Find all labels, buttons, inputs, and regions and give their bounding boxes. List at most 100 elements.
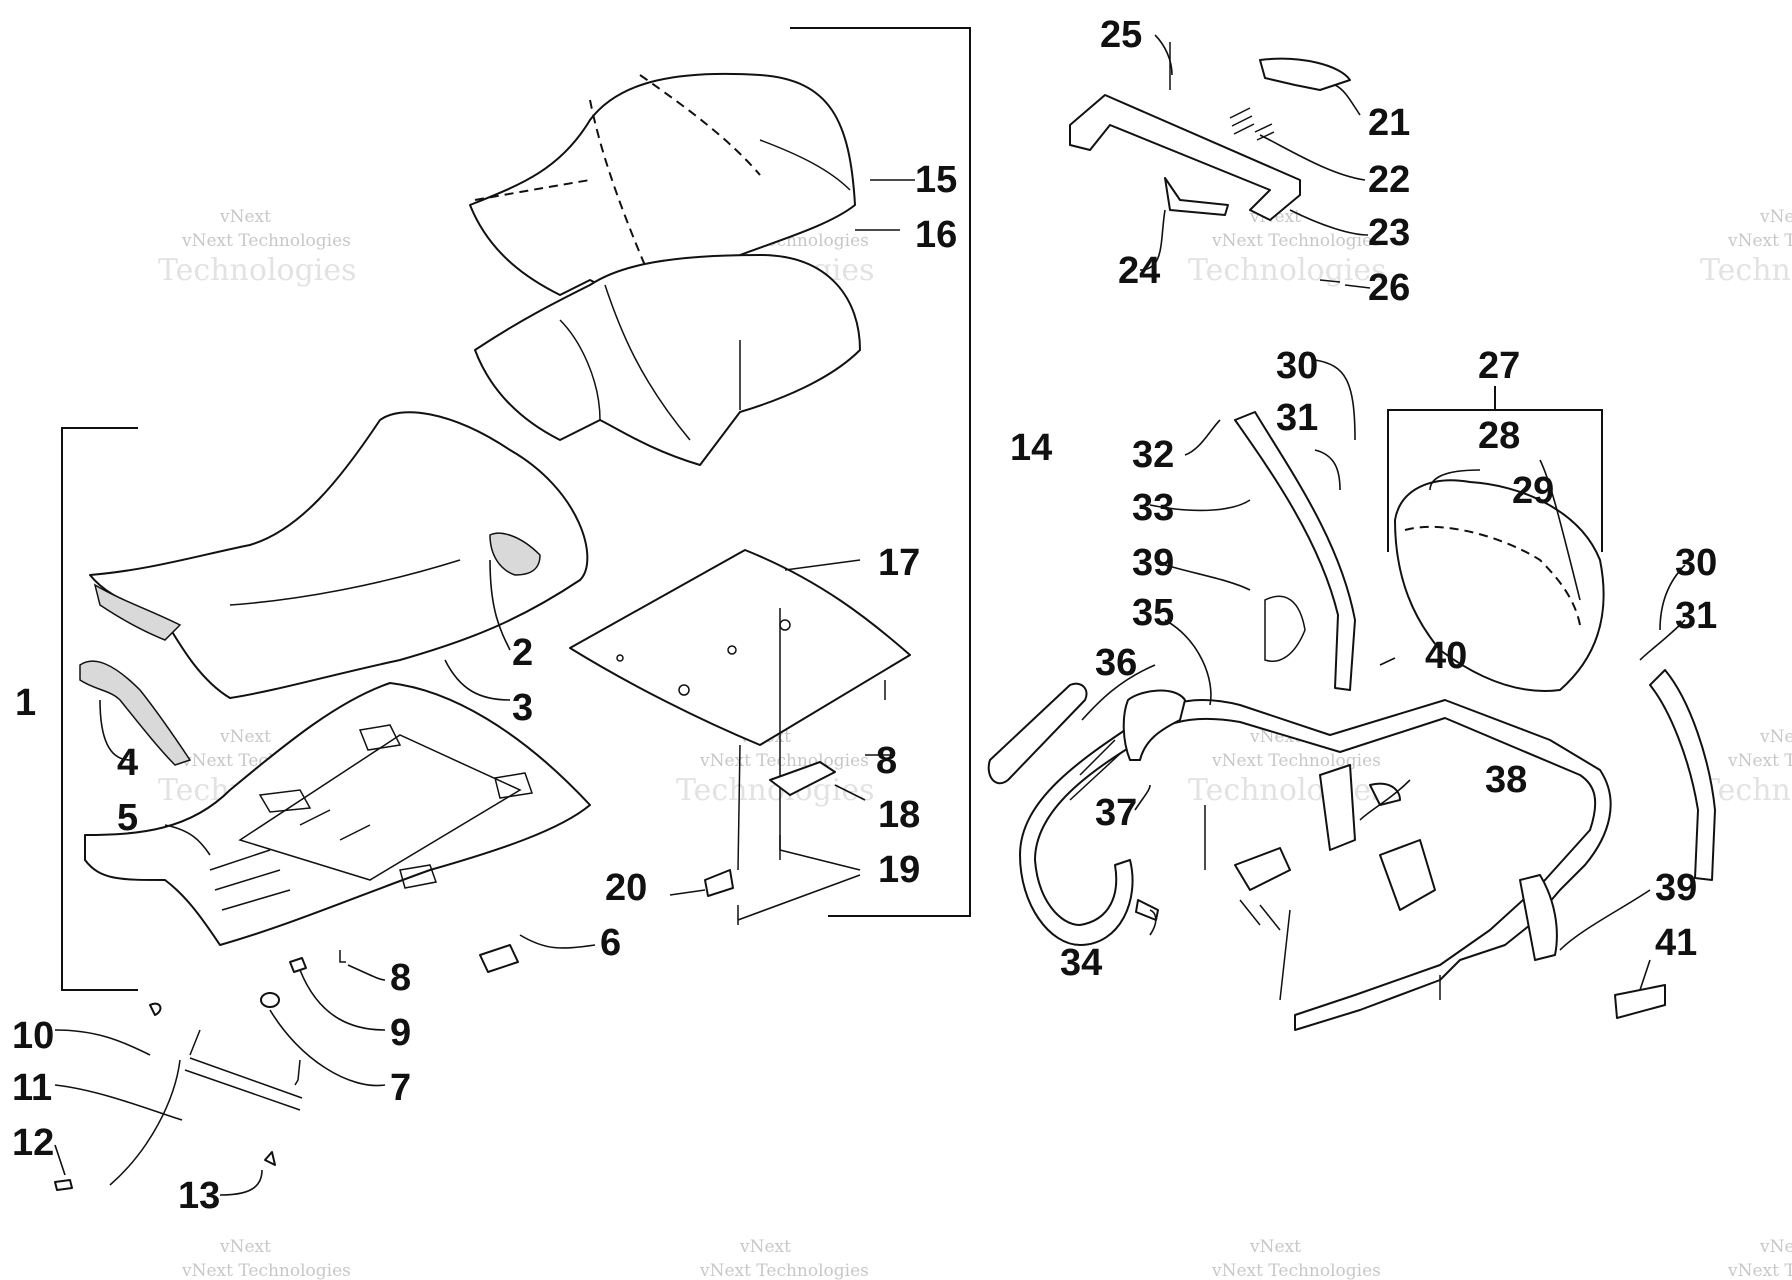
latch-mount-left — [1234, 847, 1291, 891]
svg-text:Technologies: Technologies — [158, 253, 357, 288]
callout-7: 7 — [390, 1067, 411, 1109]
callout-26: 26 — [1368, 267, 1410, 309]
latch-assembly — [54, 1002, 303, 1191]
side-bracket-right — [1649, 669, 1716, 881]
callout-25: 25 — [1100, 14, 1142, 56]
callout-31-right: 31 — [1675, 595, 1717, 637]
grommet — [260, 992, 280, 1008]
callout-14: 14 — [1010, 427, 1052, 469]
callout-1: 1 — [15, 682, 36, 724]
callout-8-lower: 8 — [390, 957, 411, 999]
callout-28: 28 — [1478, 415, 1520, 457]
watermark-9: vNext vNext Technologies — [181, 1237, 351, 1280]
hand-grip — [987, 682, 1088, 785]
callout-39-upper: 39 — [1132, 542, 1174, 584]
callout-15: 15 — [915, 159, 957, 201]
callout-31-left: 31 — [1276, 397, 1318, 439]
svg-text:Technologies: Technologies — [1700, 773, 1792, 808]
callout-34: 34 — [1060, 942, 1102, 984]
svg-text:vNext Technologies: vNext Technologies — [181, 231, 351, 251]
callout-2: 2 — [512, 632, 533, 674]
side-bracket-left — [1234, 411, 1356, 691]
watermark-8: vNext vNext Technologies Technologies — [1700, 727, 1792, 808]
callout-29: 29 — [1512, 470, 1554, 512]
callout-13: 13 — [178, 1175, 220, 1217]
seat — [89, 411, 589, 699]
backrest — [1394, 479, 1605, 692]
callout-12: 12 — [12, 1122, 54, 1164]
svg-text:vNext: vNext — [219, 207, 271, 227]
callout-21: 21 — [1368, 102, 1410, 144]
fastener — [737, 835, 781, 925]
seat-foam-cutaway — [489, 532, 541, 576]
callout-24: 24 — [1118, 250, 1160, 292]
callout-39-lower: 39 — [1655, 867, 1697, 909]
callout-8-upper: 8 — [876, 740, 897, 782]
bracket-seat-assembly — [790, 27, 971, 917]
callout-38: 38 — [1485, 759, 1527, 801]
svg-text:vNext Technologies: vNext Technologies — [1211, 231, 1381, 251]
foam-pad — [79, 660, 192, 766]
callout-18: 18 — [878, 794, 920, 836]
clip — [479, 944, 519, 973]
svg-text:vNext Technologies: vNext Technologies — [1211, 751, 1381, 771]
top-bracket-assembly — [1069, 42, 1351, 283]
svg-text:Technologies: Technologies — [1188, 253, 1387, 288]
reinforcement-plate — [1264, 595, 1306, 662]
seat-base — [84, 682, 591, 946]
hinge-bracket — [704, 869, 734, 897]
callout-27: 27 — [1478, 345, 1520, 387]
svg-text:vNext Technologies: vNext Technologies — [1211, 1261, 1381, 1280]
callout-20: 20 — [605, 867, 647, 909]
svg-text:vNext Technologies: vNext Technologies — [699, 751, 869, 771]
svg-text:vNext Technologies: vNext Technologies — [1727, 751, 1792, 771]
callout-33: 33 — [1132, 487, 1174, 529]
callouts: 1 2 3 4 5 6 7 8 8 9 10 11 12 13 14 15 16… — [12, 14, 1717, 1217]
svg-text:vNext: vNext — [219, 727, 271, 747]
svg-text:vNext Technologies: vNext Technologies — [181, 1261, 351, 1280]
callout-11: 11 — [12, 1067, 52, 1109]
svg-text:vNext: vNext — [1759, 727, 1792, 747]
svg-text:Technologies: Technologies — [1700, 253, 1792, 288]
spacer — [289, 957, 307, 973]
seat-foam — [474, 254, 861, 466]
svg-text:vNext Technologies: vNext Technologies — [1727, 231, 1792, 251]
svg-text:vNext Technologies: vNext Technologies — [1727, 1261, 1792, 1280]
svg-text:vNext: vNext — [1759, 207, 1792, 227]
callout-36: 36 — [1095, 642, 1137, 684]
seat-plate — [569, 549, 911, 871]
callout-17: 17 — [878, 542, 920, 584]
latch-mount-right — [1379, 839, 1436, 911]
callout-5: 5 — [117, 797, 138, 839]
svg-text:vNext: vNext — [1759, 1237, 1792, 1257]
svg-text:vNext Technologies: vNext Technologies — [699, 1261, 869, 1280]
watermark-12: vNext vNext Technologies — [1727, 1237, 1792, 1280]
seat-foam-edge — [93, 583, 182, 641]
callout-22: 22 — [1368, 159, 1410, 201]
leader-lines — [54, 34, 1686, 1196]
svg-text:Technologies: Technologies — [1188, 773, 1387, 808]
callout-23: 23 — [1368, 212, 1410, 254]
callout-16: 16 — [915, 214, 957, 256]
decal — [1614, 984, 1666, 1019]
svg-text:vNext: vNext — [1249, 1237, 1301, 1257]
callout-32: 32 — [1132, 434, 1174, 476]
svg-text:vNext: vNext — [219, 1237, 271, 1257]
callout-10: 10 — [12, 1015, 54, 1057]
callout-3: 3 — [512, 687, 533, 729]
watermark-4: vNext vNext Technologies Technologies — [1700, 207, 1792, 288]
callout-19: 19 — [878, 849, 920, 891]
rack-frame — [1019, 689, 1612, 1031]
callout-6: 6 — [600, 922, 621, 964]
callout-30-left: 30 — [1276, 345, 1318, 387]
mounting-bracket — [769, 761, 836, 796]
watermark-6: vNext vNext Technologies Technologies — [676, 727, 875, 808]
pin — [339, 950, 346, 963]
callout-4: 4 — [117, 742, 138, 784]
latch-mount-left-detail — [1239, 899, 1281, 931]
callout-30-right: 30 — [1675, 542, 1717, 584]
svg-text:vNext: vNext — [739, 1237, 791, 1257]
callout-37: 37 — [1095, 792, 1137, 834]
watermark-3: vNext vNext Technologies Technologies — [1188, 207, 1387, 288]
